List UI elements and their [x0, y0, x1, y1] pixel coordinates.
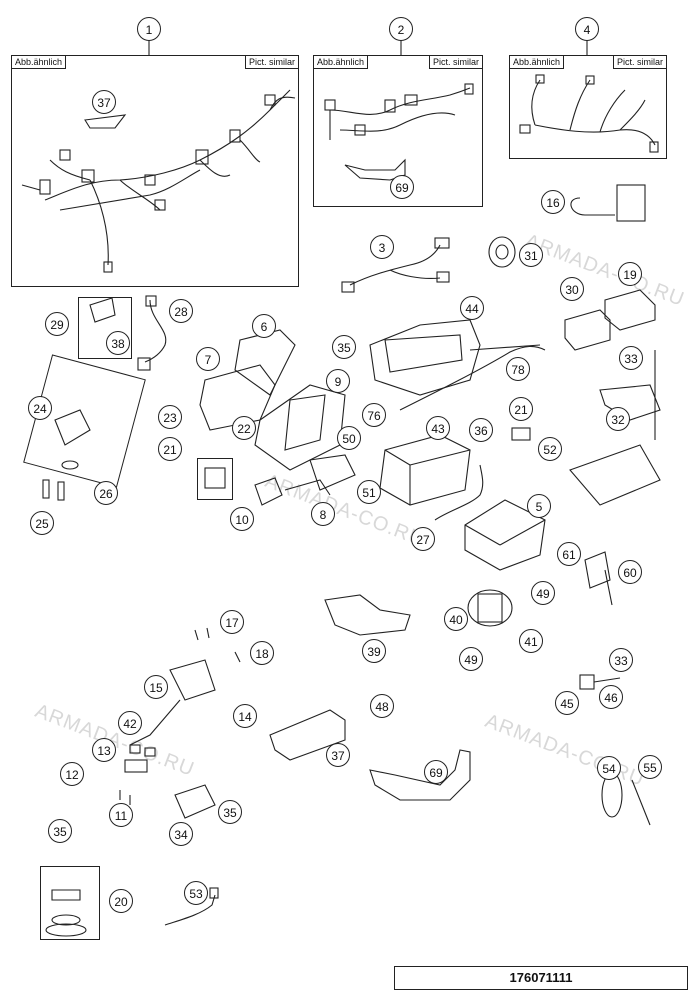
callout-42: 42 [118, 711, 142, 735]
callout-45: 45 [555, 691, 579, 715]
callout-48: 48 [370, 694, 394, 718]
callout-55: 55 [638, 755, 662, 779]
frame-label-similar-de: Abb.ähnlich [314, 56, 369, 69]
frame-harness-2: Abb.ähnlich Pict. similar [313, 55, 483, 207]
callout-7: 7 [196, 347, 220, 371]
callout-3: 3 [370, 235, 394, 259]
callout-35: 35 [48, 819, 72, 843]
callout-16: 16 [541, 190, 565, 214]
callout-10: 10 [230, 507, 254, 531]
frame-main-harness: Abb.ähnlich Pict. similar [11, 55, 299, 287]
callout-76: 76 [362, 403, 386, 427]
callout-33: 33 [619, 346, 643, 370]
callout-17: 17 [220, 610, 244, 634]
frame-label-similar-de: Abb.ähnlich [12, 56, 67, 69]
frame-relay-box [197, 458, 233, 500]
callout-8: 8 [311, 502, 335, 526]
frame-label-similar-en: Pict. similar [428, 56, 482, 69]
callout-40: 40 [444, 607, 468, 631]
callout-19: 19 [618, 262, 642, 286]
frame-horn-kit [40, 866, 100, 940]
callout-69: 69 [424, 760, 448, 784]
callout-13: 13 [92, 738, 116, 762]
callout-21: 21 [158, 437, 182, 461]
callout-35: 35 [332, 335, 356, 359]
callout-15: 15 [144, 675, 168, 699]
callout-43: 43 [426, 416, 450, 440]
callout-11: 11 [109, 803, 133, 827]
callout-37: 37 [92, 90, 116, 114]
callout-32: 32 [606, 407, 630, 431]
callout-29: 29 [45, 312, 69, 336]
callout-27: 27 [411, 527, 435, 551]
part-number: 176071111 [394, 966, 688, 990]
callout-69: 69 [390, 175, 414, 199]
callout-49: 49 [459, 647, 483, 671]
callout-26: 26 [94, 481, 118, 505]
callout-25: 25 [30, 511, 54, 535]
callout-52: 52 [538, 437, 562, 461]
callout-61: 61 [557, 542, 581, 566]
callout-28: 28 [169, 299, 193, 323]
callout-37: 37 [326, 743, 350, 767]
frame-label-similar-en: Pict. similar [612, 56, 666, 69]
callout-35: 35 [218, 800, 242, 824]
callout-1: 1 [137, 17, 161, 41]
callout-44: 44 [460, 296, 484, 320]
callout-22: 22 [232, 416, 256, 440]
callout-33: 33 [609, 648, 633, 672]
callout-30: 30 [560, 277, 584, 301]
callout-39: 39 [362, 639, 386, 663]
callout-51: 51 [357, 480, 381, 504]
callout-36: 36 [469, 418, 493, 442]
callout-12: 12 [60, 762, 84, 786]
callout-49: 49 [531, 581, 555, 605]
frame-label-similar-de: Abb.ähnlich [510, 56, 565, 69]
callout-50: 50 [337, 426, 361, 450]
callout-4: 4 [575, 17, 599, 41]
callout-41: 41 [519, 629, 543, 653]
callout-6: 6 [252, 314, 276, 338]
callout-54: 54 [597, 756, 621, 780]
callout-5: 5 [527, 494, 551, 518]
callout-9: 9 [326, 369, 350, 393]
callout-21: 21 [509, 397, 533, 421]
callout-46: 46 [599, 685, 623, 709]
callout-53: 53 [184, 881, 208, 905]
callout-20: 20 [109, 889, 133, 913]
callout-23: 23 [158, 405, 182, 429]
callout-2: 2 [389, 17, 413, 41]
callout-34: 34 [169, 822, 193, 846]
callout-18: 18 [250, 641, 274, 665]
callout-14: 14 [233, 704, 257, 728]
callout-60: 60 [618, 560, 642, 584]
frame-label-similar-en: Pict. similar [244, 56, 298, 69]
callout-38: 38 [106, 331, 130, 355]
callout-78: 78 [506, 357, 530, 381]
callout-31: 31 [519, 243, 543, 267]
callout-24: 24 [28, 396, 52, 420]
